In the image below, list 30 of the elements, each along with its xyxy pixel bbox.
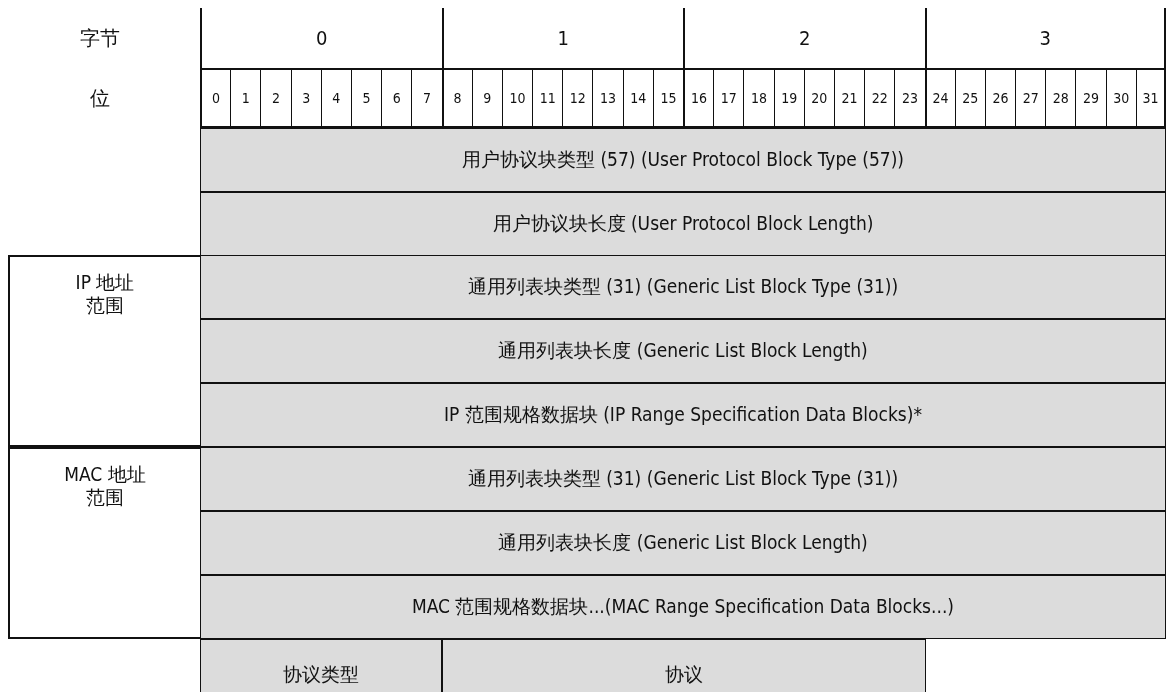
field-label: 通用列表块长度 (Generic List Block Length) <box>498 530 868 555</box>
row-header: 位 <box>89 84 111 112</box>
field-label: 通用列表块类型 (31) (Generic List Block Type (31)) <box>467 466 899 491</box>
field-box <box>200 192 1166 256</box>
range-box <box>8 447 202 639</box>
range-box <box>8 255 202 447</box>
field-box <box>200 639 442 692</box>
field-label: MAC 范围规格数据块...(MAC Range Specification Data Blocks...) <box>412 594 954 619</box>
byte-cell: 1 <box>441 8 683 68</box>
field-box <box>200 319 1166 383</box>
field-box <box>200 383 1166 447</box>
field-label: 用户协议块类型 (57) (User Protocol Block Type (57)) <box>462 147 904 172</box>
field-label: 通用列表块类型 (31) (Generic List Block Type (31)) <box>467 274 899 299</box>
field-label: 用户协议块长度 (User Protocol Block Length) <box>492 211 874 236</box>
field-box <box>200 255 1166 319</box>
field-label: 协议 <box>665 661 703 687</box>
range-label: IP 地址范围 <box>74 271 136 317</box>
field-label: 通用列表块长度 (Generic List Block Length) <box>498 338 868 363</box>
field-box <box>200 511 1166 575</box>
byte-cell: 3 <box>924 8 1166 68</box>
field-box <box>200 447 1166 511</box>
row-header: 字节 <box>79 24 121 52</box>
field-label: IP 范围规格数据块 (IP Range Specification Data Blocks)* <box>444 402 922 427</box>
byte-cell: 0 <box>200 8 442 68</box>
field-box <box>442 639 926 692</box>
field-box <box>200 128 1166 192</box>
field-label: 协议类型 <box>283 661 359 687</box>
range-label: MAC 地址范围 <box>63 463 147 509</box>
field-box <box>200 575 1166 639</box>
byte-cell: 2 <box>683 8 925 68</box>
